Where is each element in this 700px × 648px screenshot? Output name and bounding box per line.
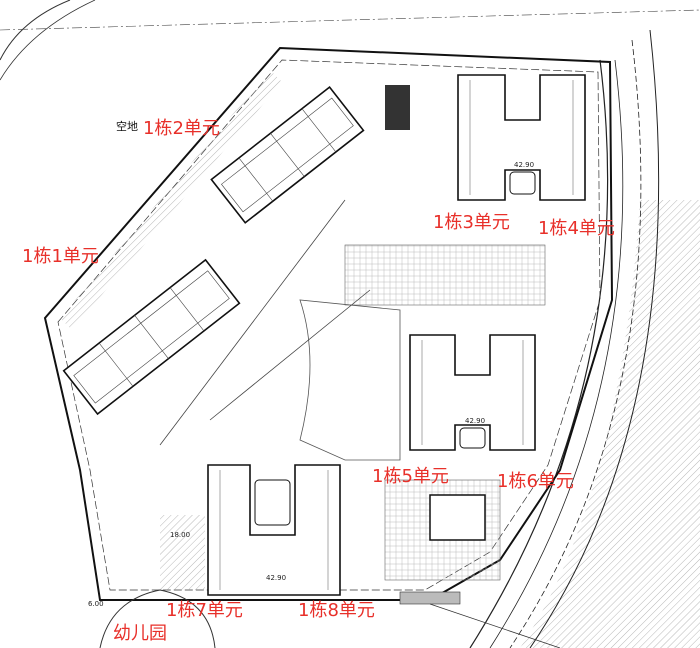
unit-label-4: 1栋4单元	[538, 218, 615, 239]
vacant-lot-label: 空地	[116, 120, 138, 133]
unit-label-7: 1栋7单元	[166, 600, 243, 621]
building-unit-2	[210, 85, 365, 224]
building-units-5-6	[409, 334, 536, 451]
dimension-setback-a: 18.00	[170, 531, 191, 539]
central-plaza	[344, 244, 546, 306]
dimension-courtyard-mid: 42.90	[465, 417, 486, 425]
dimension-setback-b: 6.00	[88, 600, 104, 608]
unit-label-3: 1栋3单元	[433, 212, 510, 233]
unit-label-5: 1栋5单元	[372, 466, 449, 487]
unit-label-6: 1栋6单元	[497, 471, 574, 492]
adjacent-plot-hatch	[520, 200, 700, 648]
building-unit-1	[62, 258, 241, 416]
dimension-courtyard-bottom: 42.90	[266, 574, 287, 582]
building-units-3-4	[457, 74, 586, 201]
unit-label-1: 1栋1单元	[22, 246, 99, 267]
site-boundary	[43, 46, 614, 601]
kindergarten-outline	[99, 589, 216, 648]
dimension-courtyard-top: 42.90	[514, 161, 535, 169]
curved-road	[469, 59, 609, 648]
building-units-7-8	[207, 464, 341, 596]
kindergarten-label: 幼儿园	[113, 623, 167, 644]
unit-label-2: 1栋2单元	[143, 118, 220, 139]
road-edge-topleft	[0, 0, 71, 61]
unit-label-8: 1栋8单元	[298, 600, 375, 621]
